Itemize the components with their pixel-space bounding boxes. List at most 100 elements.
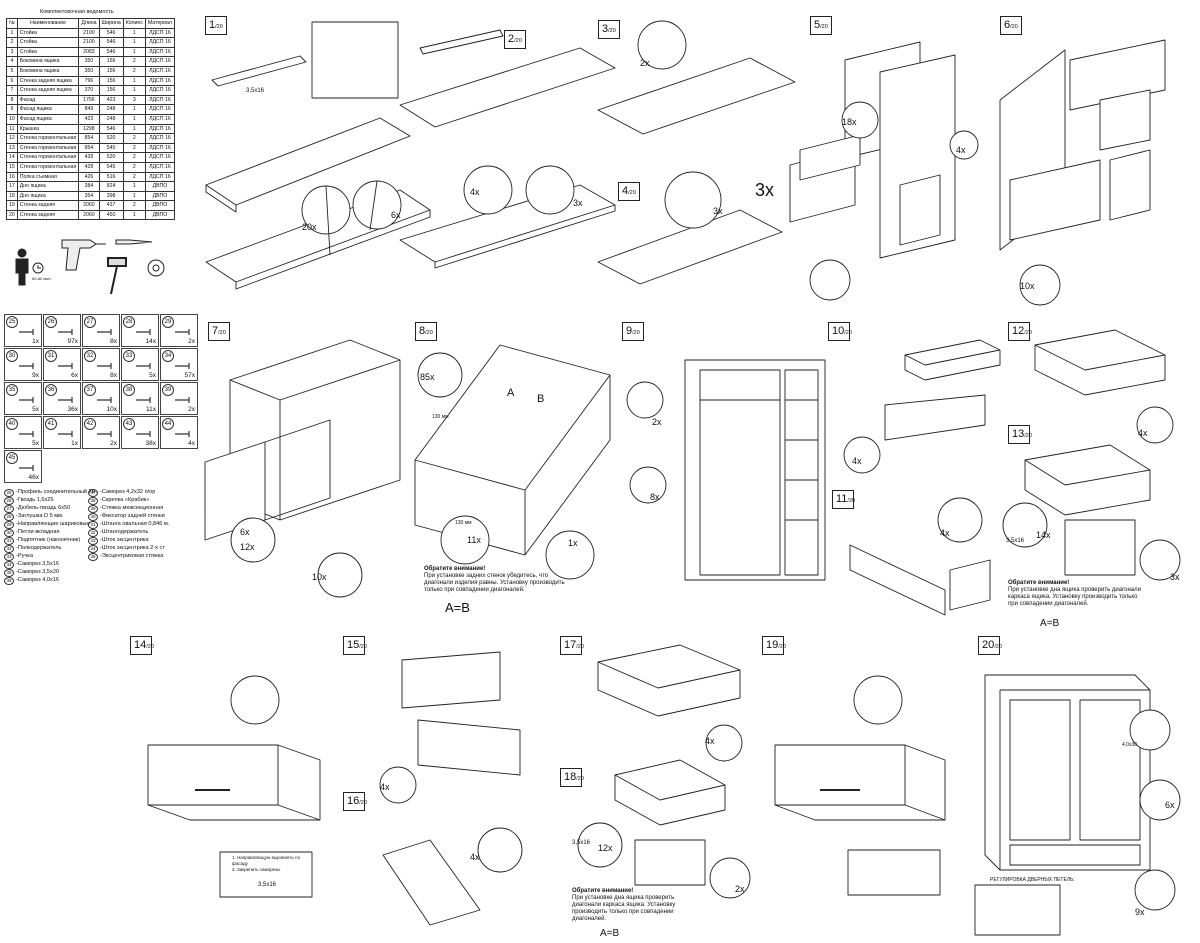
legend-text: -Штангодержатель	[100, 529, 149, 535]
legend-text: -Стяжка межсекционная	[100, 505, 164, 511]
step18-ab: A=B	[600, 928, 620, 939]
hardware-qty: 6x	[71, 372, 78, 379]
step18-note-title: Обратите внимание!	[572, 888, 634, 894]
hardware-qty: 2x	[188, 406, 195, 413]
hardware-number: 39	[162, 384, 174, 396]
hardware-number: 29	[162, 316, 174, 328]
step8-note-title: Обратите внимание!	[424, 566, 486, 572]
qty-step13-a: 14x	[1036, 530, 1051, 540]
legend-row: 26-Гвоздь 1,6х25	[4, 497, 97, 505]
step-label-15: 15/20	[343, 636, 367, 655]
step-label-8: 8/20	[415, 322, 437, 341]
legend-number: 37	[88, 489, 98, 497]
qty-step7-c: 10x	[312, 572, 327, 582]
hardware-number: 40	[6, 418, 18, 430]
legend-text: -Ручка	[16, 553, 33, 559]
legend-row: 35-Саморез 3,5х20	[4, 569, 97, 577]
qty-step9-a: 2x	[652, 417, 662, 427]
hardware-qty: 5x	[32, 406, 39, 413]
hardware-qty: 2x	[188, 338, 195, 345]
legend-row: 36-Саморез 4,0х16	[4, 577, 97, 585]
legend-number: 35	[4, 569, 14, 577]
step14-line-1: 1. Направляющую выровнять по фасаду	[232, 855, 301, 866]
hardware-number: 27	[84, 316, 96, 328]
hardware-qty: 57x	[184, 372, 195, 379]
step-label-1: 1/20	[205, 16, 227, 35]
parts-table-cell: ДВПО	[144, 209, 175, 221]
qty-step9-b: 8x	[650, 492, 660, 502]
legend-number: 34	[4, 561, 14, 569]
hardware-number: 36	[45, 384, 57, 396]
qty-step3: 2x	[640, 58, 650, 68]
legend-number: 25	[4, 489, 14, 497]
step14-screw-label: 3,5х16	[258, 882, 277, 888]
legend-text: -Профиль соединительный 2м.	[16, 489, 98, 495]
hardware-qty: 9x	[32, 372, 39, 379]
step-label-5: 5/20	[810, 16, 832, 35]
legend-number: 42	[88, 529, 98, 537]
legend-number: 27	[4, 505, 14, 513]
legend-text: -Петли вкладная	[16, 529, 60, 535]
step-label-17: 17/20	[560, 636, 584, 655]
legend-text: -Заглушка D 5 мм.	[16, 513, 64, 519]
legend-row: 30-Петли вкладная	[4, 529, 97, 537]
step14-instructions: 1. Направляющую выровнять по фасаду 2. З…	[232, 855, 310, 873]
hardware-qty: 1x	[71, 440, 78, 447]
step8-dim-1: 130 мм	[432, 414, 449, 420]
legend-text: -Эксцентриковая стяжка	[100, 553, 164, 559]
legend-number: 45	[88, 553, 98, 561]
hardware-cell: 29 2x	[160, 314, 198, 347]
hardware-part-icon	[97, 431, 112, 437]
step11-note-body: При установке дна ящика проверить диагон…	[1008, 587, 1141, 607]
legend-text: -Дюбель-гвоздь 6х50	[16, 505, 71, 511]
step20-screw-label: 4,0х30	[1122, 742, 1138, 748]
step8-note: Обратите внимание! При установке задних …	[424, 566, 574, 594]
qty-step7-a: 6x	[240, 527, 250, 537]
hardware-part-icon	[19, 397, 34, 403]
legend-text: -Шток эксцентрика 2-х ст	[100, 545, 165, 551]
legend-row: 34-Саморез 3,5х16	[4, 561, 97, 569]
hardware-part-icon	[97, 363, 112, 369]
legend-text: -Скрепка «Крабик»	[100, 497, 150, 503]
hardware-part-icon	[58, 363, 73, 369]
step-label-18: 18/20	[560, 768, 584, 787]
legend-row: 28-Заглушка D 5 мм.	[4, 513, 97, 521]
qty-step4-a: 3x	[713, 206, 723, 216]
legend-number: 40	[88, 513, 98, 521]
step-label-14: 14/20	[130, 636, 154, 655]
hardware-qty: 2x	[110, 440, 117, 447]
step-label-9: 9/20	[622, 322, 644, 341]
hardware-part-icon	[58, 397, 73, 403]
hardware-qty: 5x	[32, 440, 39, 447]
qty-step1-b: 6x	[391, 210, 401, 220]
hardware-number: 30	[6, 350, 18, 362]
step11-ab: A=B	[1040, 618, 1060, 629]
hardware-part-icon	[136, 329, 151, 335]
qty-step17: 4x	[705, 736, 715, 746]
hardware-number: 33	[123, 350, 135, 362]
qty-step10: 4x	[852, 456, 862, 466]
step-label-13: 13/20	[1008, 425, 1032, 444]
legend-text: -Штанга овальная 0,846 м.	[100, 521, 170, 527]
hardware-number: 38	[123, 384, 135, 396]
hardware-number: 26	[45, 316, 57, 328]
step-label-7: 7/20	[208, 322, 230, 341]
legend-text: -Направляющие шариковые	[16, 521, 90, 527]
hardware-legend-left: 25-Профиль соединительный 2м. 26-Гвоздь 1…	[4, 489, 97, 585]
step1-screw-label: 3,5x16	[246, 88, 265, 94]
qty-step2-a: 4x	[470, 187, 480, 197]
legend-number: 43	[88, 537, 98, 545]
step-label-16: 16/20	[343, 792, 367, 811]
parts-table-title: Комплектовочная ведомость	[40, 9, 114, 15]
legend-row: 40-Фиксатор задней стенки	[88, 513, 169, 521]
hardware-part-icon	[97, 397, 112, 403]
qty-step7-b: 12x	[240, 542, 255, 552]
